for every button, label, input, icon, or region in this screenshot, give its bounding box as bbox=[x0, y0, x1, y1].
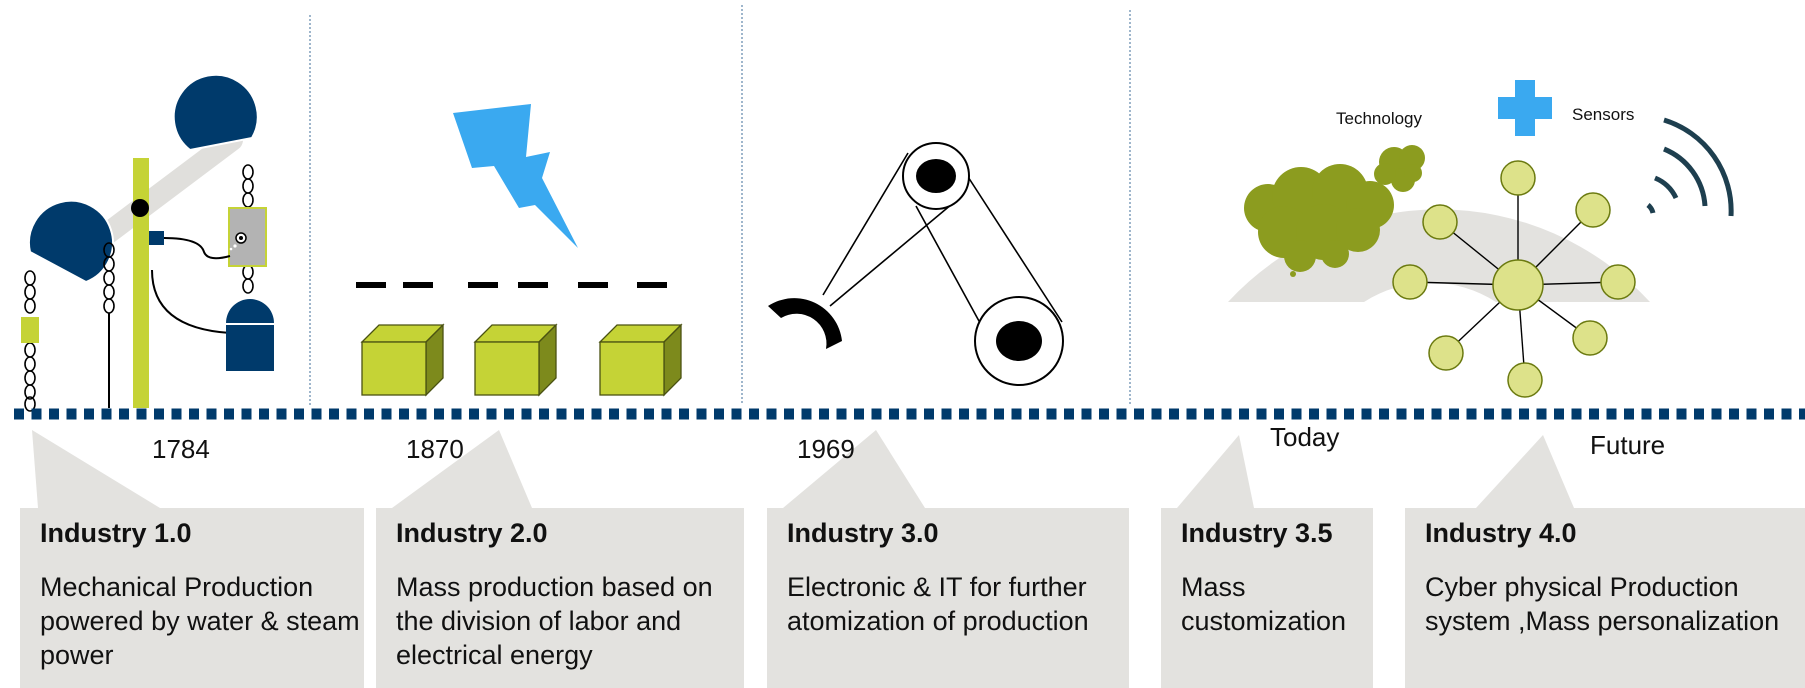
industry-3-description: Electronic & IT for further atomization … bbox=[787, 572, 1089, 636]
industry-3-title: Industry 3.0 bbox=[787, 518, 939, 548]
network-node bbox=[1507, 362, 1543, 398]
year-label-today: Today bbox=[1270, 422, 1340, 452]
sensors-label: Sensors bbox=[1572, 105, 1634, 124]
pointer-future bbox=[1476, 435, 1574, 508]
pointer-today bbox=[1177, 435, 1254, 508]
network-node bbox=[1575, 192, 1611, 228]
industry-3-5-title: Industry 3.5 bbox=[1181, 518, 1333, 548]
industry-3-5-card: Industry 3.5 Mass customization bbox=[1161, 508, 1373, 688]
industry-2-description: Mass production based on the division of… bbox=[396, 572, 713, 670]
year-label-future: Future bbox=[1590, 430, 1666, 460]
network-node bbox=[1572, 320, 1608, 356]
conveyor-belt-dashes bbox=[356, 282, 667, 288]
cloud-technology-icon bbox=[1244, 145, 1425, 277]
robot-arm-icon bbox=[768, 142, 1064, 386]
industry-2-title: Industry 2.0 bbox=[396, 518, 548, 548]
industry-4-card: Industry 4.0 Cyber physical Production s… bbox=[1405, 508, 1805, 688]
steam-engine-icon bbox=[21, 73, 274, 412]
technology-label: Technology bbox=[1336, 109, 1423, 128]
box-icon bbox=[598, 323, 683, 397]
lightning-bolt-icon bbox=[453, 104, 578, 248]
industry-3-5-description: Mass customization bbox=[1181, 572, 1347, 636]
pointer-1784 bbox=[32, 430, 160, 508]
industry-1-description: Mechanical Production powered by water &… bbox=[40, 572, 360, 670]
network-node bbox=[1392, 264, 1428, 300]
industry-1-card: Industry 1.0 Mechanical Production power… bbox=[20, 508, 364, 688]
network-hub-icon bbox=[1392, 160, 1636, 398]
pointer-1969 bbox=[783, 430, 925, 508]
network-node bbox=[1500, 160, 1536, 196]
year-label-1969: 1969 bbox=[797, 434, 855, 464]
plus-icon bbox=[1498, 80, 1552, 136]
industry-2-card: Industry 2.0 Mass production based on th… bbox=[376, 508, 744, 688]
product-boxes bbox=[360, 323, 683, 397]
year-label-1870: 1870 bbox=[406, 434, 464, 464]
industry-4-description: Cyber physical Production system ,Mass p… bbox=[1425, 572, 1780, 636]
network-hub-node bbox=[1492, 259, 1544, 311]
box-icon bbox=[473, 323, 558, 397]
box-icon bbox=[360, 323, 445, 397]
industry-4-title: Industry 4.0 bbox=[1425, 518, 1577, 548]
wireless-signal-icon bbox=[1646, 117, 1734, 217]
network-node bbox=[1422, 204, 1458, 240]
industry-1-title: Industry 1.0 bbox=[40, 518, 192, 548]
network-node bbox=[1428, 335, 1464, 371]
industry-3-card: Industry 3.0 Electronic & IT for further… bbox=[767, 508, 1129, 688]
pointer-1870 bbox=[392, 430, 532, 508]
network-node bbox=[1600, 264, 1636, 300]
year-label-1784: 1784 bbox=[152, 434, 210, 464]
